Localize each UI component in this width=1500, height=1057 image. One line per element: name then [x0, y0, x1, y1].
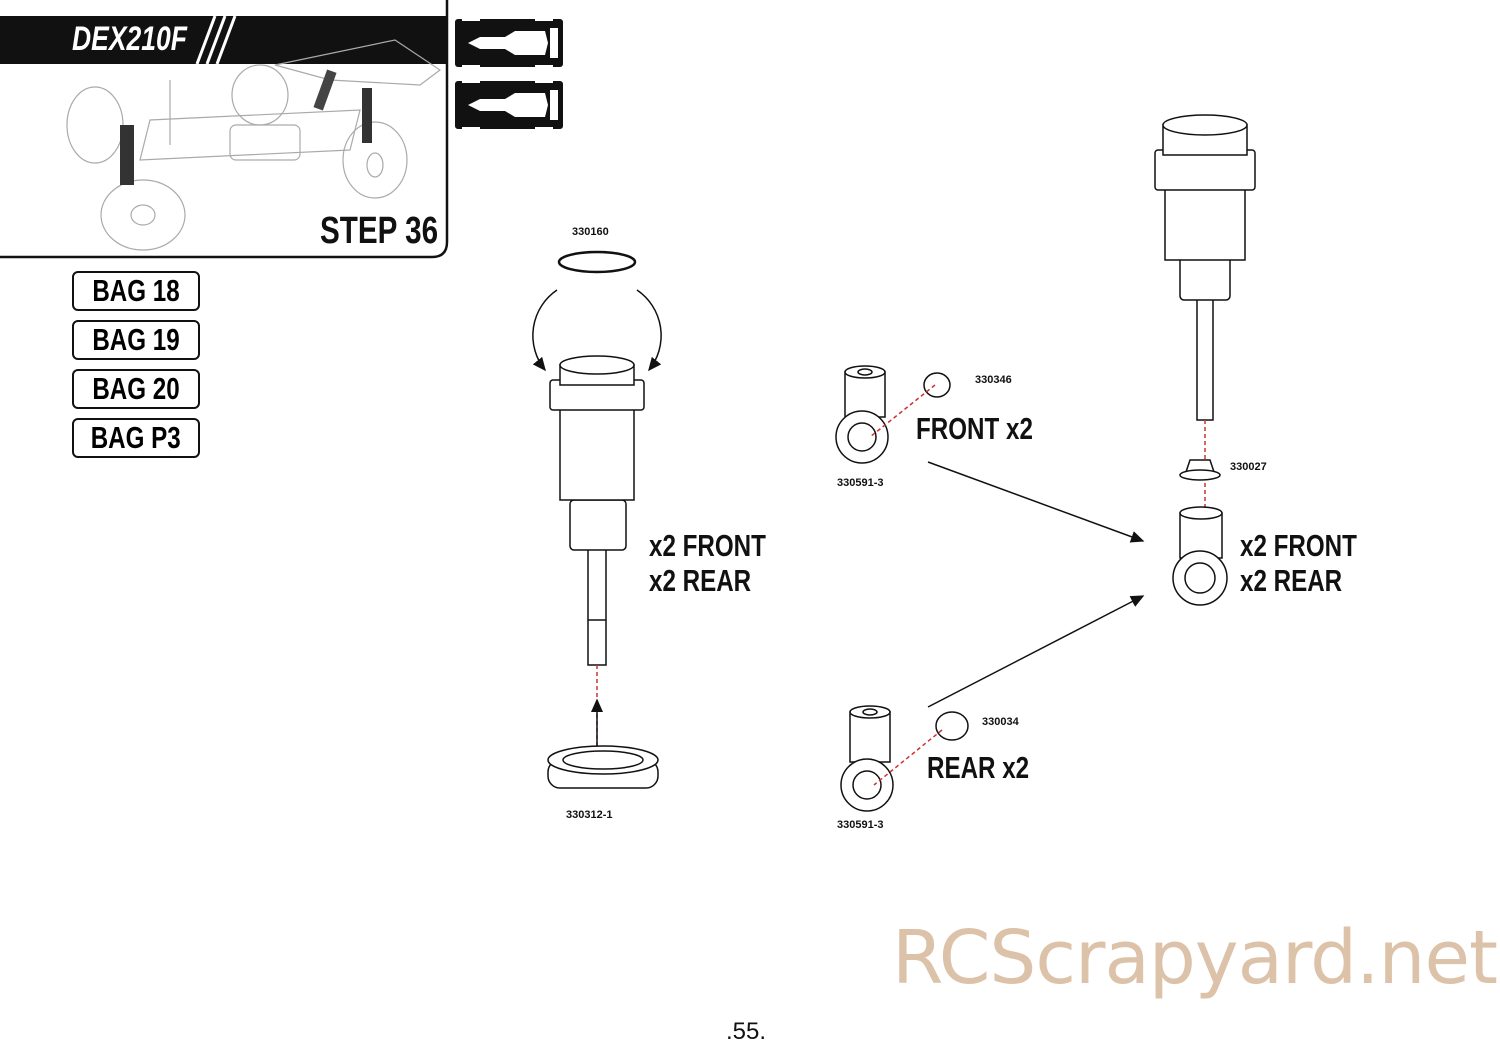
right-shock	[1154, 114, 1256, 606]
part-number: 330312-1	[566, 809, 613, 821]
qty-rear: x2 REAR	[649, 563, 752, 598]
step-number: STEP 36	[320, 210, 439, 252]
buggy-image	[66, 39, 442, 251]
qty-front: x2 FRONT	[1240, 528, 1357, 563]
bag-label: BAG 19	[72, 320, 200, 360]
watermark: RCScrapyard.net	[892, 915, 1498, 1001]
bag-label: BAG P3	[72, 418, 200, 458]
left-shock	[532, 250, 662, 789]
rear-arrow	[927, 595, 1145, 708]
cab-rear-icon	[455, 77, 563, 133]
rear-rod-end	[840, 705, 969, 812]
part-number: 330034	[982, 716, 1019, 728]
bag-label: BAG 18	[72, 271, 200, 311]
front-rod-end	[835, 365, 951, 464]
rear-qty: REAR x2	[927, 750, 1030, 785]
step-header-frame	[0, 0, 449, 259]
page-number: .55.	[726, 1018, 767, 1045]
part-number: 330591-3	[837, 477, 884, 489]
qty-front: x2 FRONT	[649, 528, 766, 563]
cab-forward-icon	[455, 15, 563, 71]
qty-rear: x2 REAR	[1240, 563, 1343, 598]
dex210f-logo: DEX210F	[72, 20, 187, 58]
front-arrow	[927, 461, 1145, 543]
part-number: 330027	[1230, 461, 1267, 473]
bag-label: BAG 20	[72, 369, 200, 409]
part-number: 330591-3	[837, 819, 884, 831]
front-qty: FRONT x2	[916, 411, 1033, 446]
part-number: 330160	[572, 226, 609, 238]
part-number: 330346	[975, 374, 1012, 386]
